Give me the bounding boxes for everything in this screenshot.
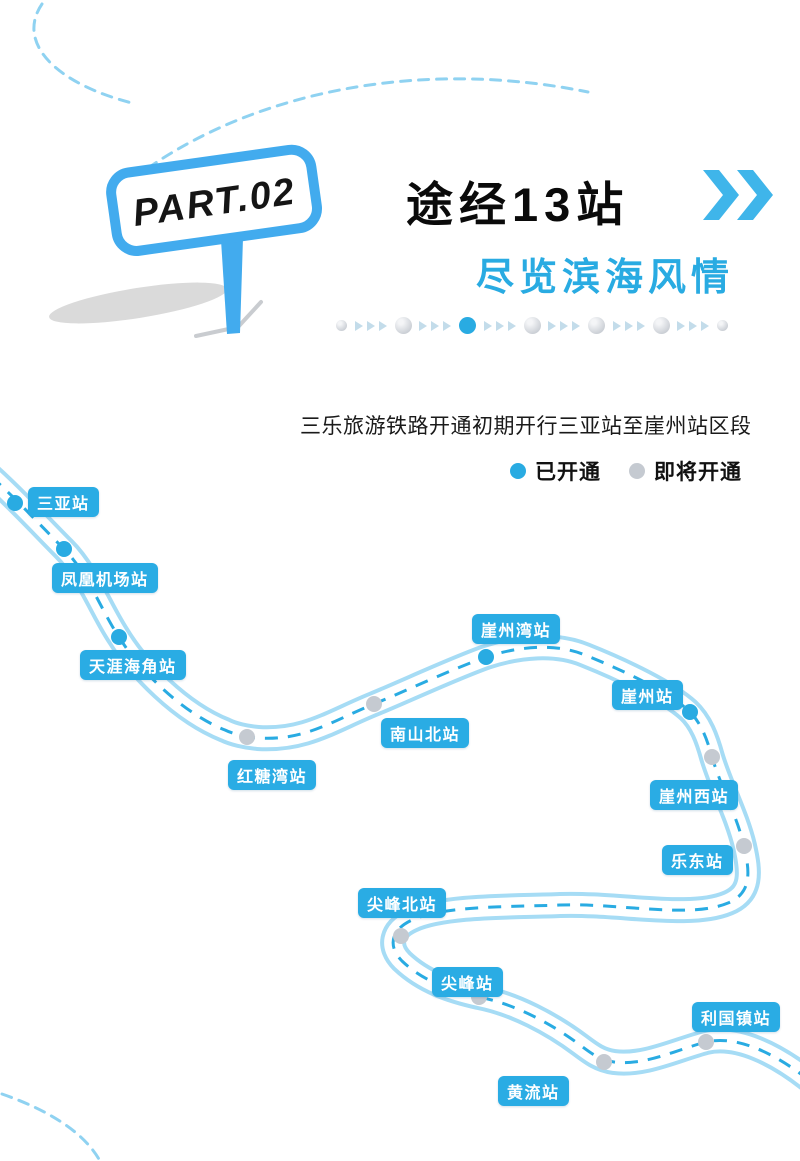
sign-shadow <box>49 282 227 324</box>
progress-arrows <box>612 320 645 331</box>
station-label: 凤凰机场站 <box>52 563 158 593</box>
legend: 已开通 即将开通 <box>510 456 742 486</box>
station-label: 三亚站 <box>28 487 99 517</box>
legend-item: 已开通 <box>510 456 601 486</box>
arrow-right-icon <box>677 320 686 331</box>
chevron-right-icon <box>703 170 739 220</box>
station-dot-open <box>478 649 494 665</box>
station-dot-soon <box>698 1034 714 1050</box>
sign-board <box>106 144 322 256</box>
section-title: 途经13站 <box>406 178 630 231</box>
progress-dot-gray <box>652 317 670 334</box>
dashed-arc-top-corner <box>32 2 138 106</box>
progress-dot-gray <box>523 317 541 334</box>
arrow-right-icon <box>612 320 621 331</box>
dashed-arc-top-long <box>146 77 590 170</box>
route-casing <box>0 466 800 1090</box>
progress-dot-gray <box>588 317 605 334</box>
station-label: 崖州站 <box>612 680 683 710</box>
double-chevron-icon <box>703 170 773 220</box>
station-dots-layer <box>7 495 752 1070</box>
progress-track <box>336 317 728 334</box>
progress-arrows <box>483 320 516 331</box>
legend-label: 即将开通 <box>654 461 742 484</box>
arrow-right-icon <box>431 320 440 331</box>
station-label: 崖州西站 <box>650 780 739 810</box>
station-label: 利国镇站 <box>692 1002 781 1032</box>
arrow-right-icon <box>701 320 710 331</box>
arrow-right-icon <box>443 320 452 331</box>
progress-dot-gray <box>717 320 728 331</box>
progress-arrows <box>419 320 452 331</box>
decor-arcs <box>0 2 590 1161</box>
station-dot-open <box>111 629 127 645</box>
arrow-right-icon <box>548 320 557 331</box>
station-dot-open <box>682 704 698 720</box>
legend-label: 已开通 <box>535 461 601 484</box>
section-subtitle: 尽览滨海风情 <box>476 257 735 299</box>
station-label: 红糖湾站 <box>228 760 317 790</box>
station-dot-soon <box>393 928 409 944</box>
arrow-right-icon <box>689 320 698 331</box>
station-dot-soon <box>736 838 752 854</box>
route-inner <box>0 472 800 1085</box>
route-layer <box>0 466 800 1090</box>
legend-item: 即将开通 <box>629 456 742 486</box>
sign-post <box>221 238 243 334</box>
arrow-right-icon <box>572 320 581 331</box>
station-dot-soon <box>366 696 382 712</box>
arrow-right-icon <box>366 320 375 331</box>
arrow-right-icon <box>483 320 492 331</box>
progress-arrows <box>548 320 581 331</box>
station-dot-soon <box>704 749 720 765</box>
arrow-right-icon <box>560 320 569 331</box>
route-centerline <box>0 482 800 1076</box>
station-dot-soon <box>596 1054 612 1070</box>
arrow-right-icon <box>495 320 504 331</box>
station-label: 尖峰北站 <box>358 888 447 918</box>
station-label: 南山北站 <box>381 718 470 748</box>
arrow-right-icon <box>624 320 633 331</box>
arrow-right-icon <box>507 320 516 331</box>
progress-dot-gray <box>394 317 412 334</box>
chevron-right-icon <box>737 170 773 220</box>
station-label: 崖州湾站 <box>472 614 561 644</box>
station-label: 乐东站 <box>662 845 733 875</box>
legend-dot-icon <box>629 463 645 479</box>
arrow-right-icon <box>636 320 645 331</box>
progress-arrows <box>677 320 710 331</box>
arrow-right-icon <box>419 320 428 331</box>
station-label: 天涯海角站 <box>80 650 186 680</box>
station-dot-soon <box>239 729 255 745</box>
station-label: 尖峰站 <box>432 967 503 997</box>
intro-text: 三乐旅游铁路开通初期开行三亚站至崖州站区段 <box>300 415 752 438</box>
arrow-right-icon <box>354 320 363 331</box>
part-signpost: PART.02 <box>49 144 322 338</box>
progress-dot-gray <box>336 320 347 331</box>
legend-dot-icon <box>510 463 526 479</box>
progress-arrows <box>354 320 387 331</box>
arrow-right-icon <box>378 320 387 331</box>
station-dot-open <box>7 495 23 511</box>
progress-dot-blue <box>459 317 476 334</box>
station-dot-open <box>56 541 72 557</box>
dashed-arc-bottom-left <box>0 1092 102 1161</box>
station-label: 黄流站 <box>498 1076 569 1106</box>
